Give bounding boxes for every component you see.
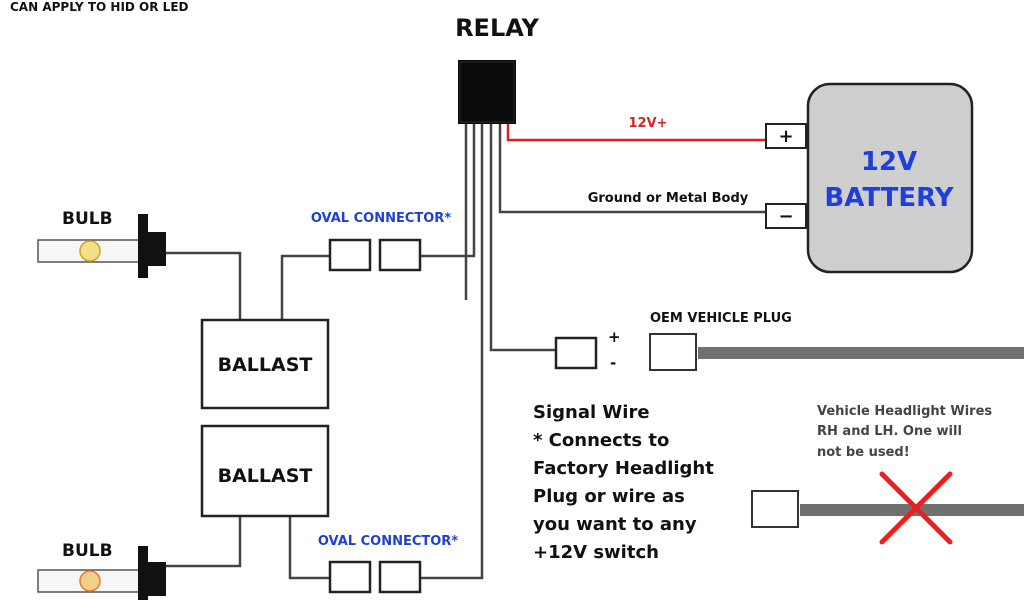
battery-negative-terminal [765,203,807,229]
oval-connector-bottom: OVAL CONNECTOR* [318,534,458,594]
signal-wire-note: Signal Wire * Connects to Factory Headli… [533,402,714,563]
signal-note-line: +12V switch [533,542,659,563]
header-note: CAN APPLY TO HID OR LED [10,0,189,14]
positive-terminal-symbol: + [778,126,793,147]
bulb-top-label: BULB [62,209,113,229]
oval-connector-top-label: OVAL CONNECTOR* [311,211,451,226]
unused-note-line: RH and LH. One will [817,424,962,439]
negative-terminal-symbol: − [778,206,793,227]
bottom-ballast-to-connector [288,516,330,580]
signal-plug-minus: - [610,354,616,372]
signal-wire [489,124,556,352]
positive-wire [506,124,766,142]
positive-wire-label: 12V+ [628,116,667,131]
battery-positive-terminal [765,123,807,149]
battery-label: BATTERY [824,183,954,213]
signal-plug: + - [554,328,621,372]
ground-wire-label: Ground or Metal Body [588,191,749,206]
ballast-top: BALLAST [200,318,330,410]
battery: + − 12V BATTERY [765,82,974,274]
relay-to-bottom-connector [420,124,484,580]
signal-note-line: * Connects to [533,430,669,451]
ballast-bottom: BALLAST [200,424,330,518]
signal-note-line: Plug or wire as [533,486,685,507]
battery-label-voltage: 12V [861,147,917,177]
ground-wire [498,124,766,214]
relay-title: RELAY [455,14,539,42]
bulb-bottom-label: BULB [62,541,113,561]
ballast-bottom-label: BALLAST [218,465,313,487]
unused-note-line: Vehicle Headlight Wires [817,404,992,419]
unused-headlight-plug [751,471,953,545]
signal-note-line: Signal Wire [533,402,650,423]
signal-note-line: you want to any [533,514,697,535]
relay-to-top-connector [420,124,476,258]
bulb-bottom: BULB [37,541,166,600]
oval-connector-top: OVAL CONNECTOR* [311,211,451,272]
bulb-top: BULB [37,209,166,278]
signal-plug-plus: + [608,328,621,346]
oval-connector-bottom-label: OVAL CONNECTOR* [318,534,458,549]
top-connector-to-ballast [280,254,330,320]
relay [458,60,516,124]
oem-plug-label: OEM VEHICLE PLUG [650,311,792,326]
bottom-ballast-to-bulb [166,516,242,568]
unused-wires-note: Vehicle Headlight Wires RH and LH. One w… [817,404,992,460]
signal-note-line: Factory Headlight [533,458,714,479]
top-bulb-to-ballast [166,251,242,320]
oem-vehicle-plug: OEM VEHICLE PLUG [649,311,792,371]
unused-note-line: not be used! [817,445,910,460]
ballast-top-label: BALLAST [218,354,313,376]
